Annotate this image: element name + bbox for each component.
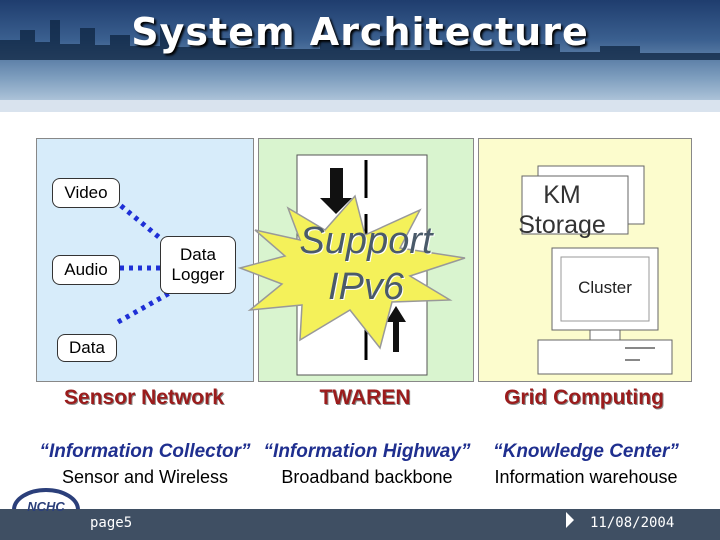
storage-card-back1 xyxy=(521,175,629,235)
audio-node: Audio xyxy=(52,255,120,285)
page-number: page5 xyxy=(90,515,133,531)
city-skyline-image xyxy=(0,20,720,60)
video-link xyxy=(112,198,174,250)
data-logger-node: Data Logger xyxy=(160,236,236,294)
down-arrow-icon xyxy=(320,168,352,214)
twaren-role: “Information Highway” xyxy=(263,441,471,462)
burst-text-ipv6: IPv6 xyxy=(327,266,405,308)
km-storage-line1: KM xyxy=(543,181,581,209)
grid-role: “Knowledge Center” xyxy=(493,441,679,462)
twaren-caption: TWAREN xyxy=(319,386,411,409)
header-banner: System Architecture xyxy=(0,0,720,112)
support-ipv6-burst xyxy=(237,194,466,350)
twaren-desc: Broadband backbone xyxy=(281,467,453,487)
grid-desc: Information warehouse xyxy=(494,467,678,487)
sensor-network-caption: Sensor Network xyxy=(64,386,224,409)
header-band xyxy=(0,100,720,112)
monitor-neck xyxy=(589,329,621,341)
data-link xyxy=(116,287,177,325)
computer-base xyxy=(537,339,673,375)
grid-computing-caption: Grid Computing xyxy=(504,386,664,409)
sensor-role: “Information Collector” xyxy=(39,441,251,462)
km-storage-line2: Storage xyxy=(518,211,606,239)
up-arrow-icon xyxy=(386,306,406,352)
footer-bar: page5 11/08/2004 xyxy=(0,509,720,540)
video-node: Video xyxy=(52,178,120,208)
nchc-logo-text: NCHC xyxy=(27,499,65,514)
footer-date: 11/08/2004 xyxy=(590,515,675,531)
cluster-label: Cluster xyxy=(578,278,632,297)
sensor-desc: Sensor and Wireless xyxy=(61,467,229,487)
page-title: System Architecture xyxy=(131,10,589,54)
monitor-screen xyxy=(560,256,650,322)
burst-text-support: Support xyxy=(299,220,433,262)
data-node: Data xyxy=(57,334,117,362)
